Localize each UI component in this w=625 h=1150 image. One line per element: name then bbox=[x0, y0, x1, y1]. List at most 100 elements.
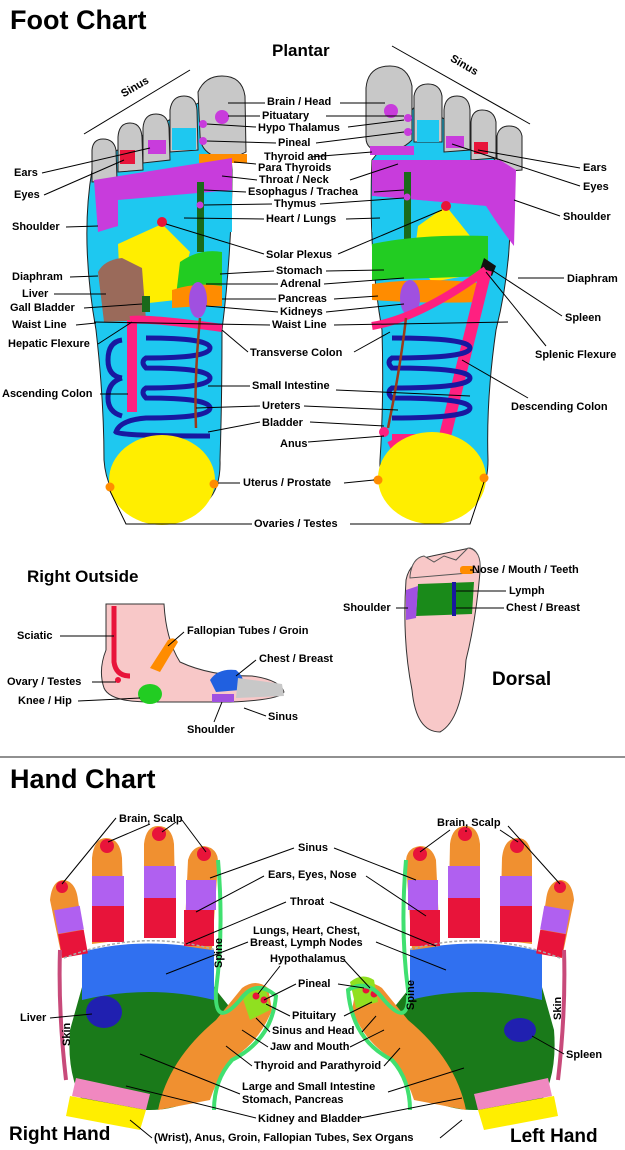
left-wrist-yellow bbox=[478, 1096, 558, 1130]
left-sinus-cyan bbox=[172, 128, 196, 150]
label-small-intestine: Small Intestine bbox=[252, 380, 330, 392]
left-thymus-dot bbox=[196, 201, 204, 209]
right-bladder-dot bbox=[379, 427, 389, 437]
label-skin-right: Skin bbox=[552, 996, 564, 1020]
label-uterus-prostate: Uterus / Prostate bbox=[243, 477, 331, 489]
right-liver bbox=[86, 996, 122, 1028]
right-skin bbox=[57, 949, 68, 1081]
left-fingers bbox=[406, 826, 574, 958]
right-stomach bbox=[372, 235, 488, 280]
label-thyroid-2: Para Thyroids bbox=[258, 162, 331, 174]
label-anus: Anus bbox=[280, 438, 308, 450]
right-sinus-cyan bbox=[417, 120, 439, 142]
label-large-small-2: Stomach, Pancreas bbox=[242, 1094, 344, 1106]
left-small-intestine bbox=[105, 335, 213, 439]
label-jaw-mouth: Jaw and Mouth bbox=[270, 1041, 350, 1053]
label-lungs-2: Breast, Lymph Nodes bbox=[250, 937, 363, 949]
left-palm-blue bbox=[410, 943, 542, 1000]
left-brain-dot bbox=[215, 110, 229, 124]
label-transverse-colon: Transverse Colon bbox=[250, 347, 343, 359]
right-throat-band bbox=[370, 146, 414, 155]
dorsal-lymph bbox=[452, 582, 456, 616]
right-kidney bbox=[400, 280, 420, 316]
left-hypo-dot bbox=[199, 137, 207, 145]
label-shoulder-left: Shoulder bbox=[12, 221, 60, 233]
label-ovaries-testes: Ovaries / Testes bbox=[254, 518, 338, 530]
label-esophagus: Esophagus / Trachea bbox=[248, 186, 359, 198]
label-solar-plexus: Solar Plexus bbox=[266, 249, 332, 261]
left-ureter bbox=[194, 317, 202, 429]
left-hand-title: Left Hand bbox=[510, 1126, 598, 1147]
label-ureters: Ureters bbox=[262, 400, 301, 412]
left-skin bbox=[556, 949, 567, 1081]
label-waist-line-center: Waist Line bbox=[272, 319, 327, 331]
label-wrist: (Wrist), Anus, Groin, Fallopian Tubes, S… bbox=[154, 1132, 414, 1144]
left-toe-4 bbox=[117, 122, 144, 173]
label-skin-left: Skin bbox=[61, 1022, 73, 1046]
left-esophagus bbox=[197, 182, 204, 252]
sinus-right-label: Sinus bbox=[448, 53, 480, 78]
outside-fallopian bbox=[150, 638, 178, 672]
right-esophagus bbox=[404, 172, 411, 242]
label-pineal-hand: Pineal bbox=[298, 978, 330, 990]
plantar-left-labels: Ears Eyes Shoulder Diaphram Liver Gall B… bbox=[2, 147, 151, 400]
label-pineal: Pineal bbox=[278, 137, 310, 149]
right-uterus-dot bbox=[373, 475, 383, 485]
label-thyroid: Thyroid and Parathyroid bbox=[254, 1060, 381, 1072]
left-heel bbox=[109, 435, 215, 525]
dorsal-title: Dorsal bbox=[492, 669, 551, 690]
label-splenic-flexure: Splenic Flexure bbox=[535, 349, 616, 361]
left-liver bbox=[98, 258, 146, 322]
left-wrist-pink bbox=[474, 1078, 552, 1110]
label-kidney-bladder: Kidney and Bladder bbox=[258, 1113, 362, 1125]
outside-shoulder-band bbox=[212, 694, 234, 702]
label-dorsal-chest-breast: Chest / Breast bbox=[506, 602, 580, 614]
label-hypo-thalamus: Hypo Thalamus bbox=[258, 122, 340, 134]
label-spleen: Spleen bbox=[565, 312, 601, 324]
outside-knee-hip bbox=[138, 684, 162, 704]
label-large-small-1: Large and Small Intestine bbox=[242, 1081, 375, 1093]
left-toe-3 bbox=[142, 113, 171, 164]
left-thumb bbox=[352, 983, 466, 1110]
plantar-title: Plantar bbox=[272, 41, 330, 60]
left-kidney bbox=[189, 282, 207, 318]
label-kidneys: Kidneys bbox=[280, 306, 323, 318]
label-outside-chest-breast: Chest / Breast bbox=[259, 653, 333, 665]
label-pancreas: Pancreas bbox=[278, 293, 327, 305]
outside-chest-breast bbox=[210, 669, 244, 692]
label-adrenal: Adrenal bbox=[280, 278, 321, 290]
left-throat-band bbox=[199, 154, 247, 163]
label-ears-eyes-nose: Ears, Eyes, Nose bbox=[268, 869, 357, 881]
outside-sciatic bbox=[111, 606, 131, 679]
left-spleen bbox=[504, 1018, 536, 1042]
foot-chart-title: Foot Chart bbox=[10, 5, 146, 35]
left-foot bbox=[86, 75, 247, 525]
right-outside-title: Right Outside bbox=[27, 567, 138, 586]
label-outside-shoulder: Shoulder bbox=[187, 724, 235, 736]
right-hypo-dot bbox=[404, 128, 412, 136]
label-lymph: Lymph bbox=[509, 585, 545, 597]
label-dorsal-shoulder: Shoulder bbox=[343, 602, 391, 614]
left-transverse-colon bbox=[129, 315, 223, 332]
right-outside-foot bbox=[100, 603, 285, 704]
label-throat: Throat bbox=[290, 896, 325, 908]
label-hypothalamus: Hypothalamus bbox=[270, 953, 346, 965]
label-throat-neck: Throat / Neck bbox=[259, 174, 330, 186]
dorsal-chest-breast bbox=[416, 582, 474, 616]
label-sciatic: Sciatic bbox=[17, 630, 52, 642]
outside-ovary-dot bbox=[115, 677, 121, 683]
right-hand bbox=[50, 826, 279, 1130]
right-spine bbox=[212, 859, 279, 1111]
right-pineal-dot bbox=[404, 114, 412, 122]
label-pituitary: Pituitary bbox=[292, 1010, 337, 1022]
label-thymus: Thymus bbox=[274, 198, 316, 210]
right-small-intestine bbox=[386, 335, 473, 421]
label-spine-left: Spine bbox=[213, 938, 225, 968]
hand-labels: Brain, Scalp Brain, Scalp Sinus Ears, Ey… bbox=[20, 813, 602, 1144]
right-ears-area bbox=[446, 136, 464, 148]
left-pineal-dot bbox=[199, 120, 207, 128]
label-waist-line-left: Waist Line bbox=[12, 319, 67, 331]
right-thumb bbox=[158, 983, 272, 1110]
label-lungs-1: Lungs, Heart, Chest, bbox=[253, 925, 360, 937]
